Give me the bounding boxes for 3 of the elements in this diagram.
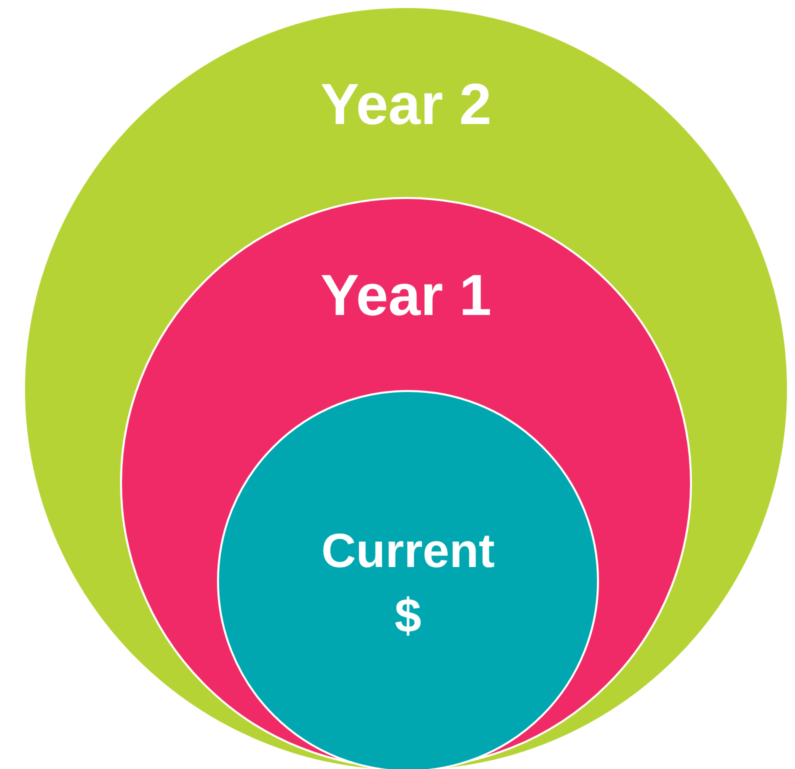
- circle-label: Year 1: [320, 262, 492, 330]
- circle-label: Current $: [320, 524, 496, 645]
- circle-label: Year 2: [320, 71, 492, 139]
